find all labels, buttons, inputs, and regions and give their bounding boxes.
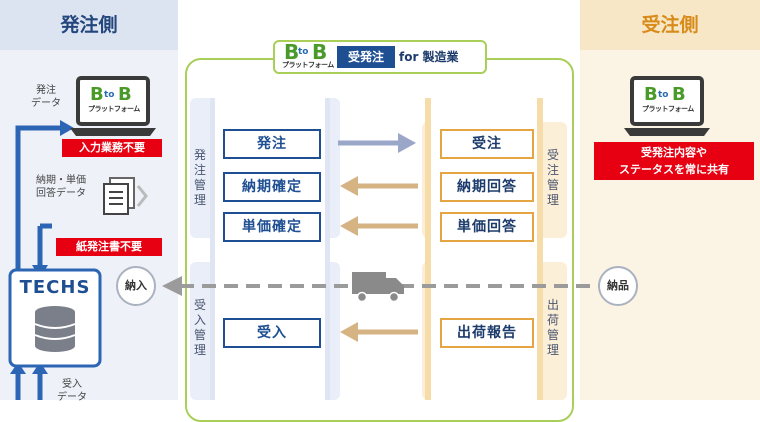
flow-arrows [8,76,710,400]
order-box: 発注 [223,129,321,159]
seller-title: 受注側 [641,14,699,36]
accept-mgmt-label: 受注管理 [545,148,561,208]
delivery-confirm-box: 納期確定 [223,172,321,202]
seller-column [580,0,760,400]
no-input-label: 入力業務不要 [62,139,162,157]
left-flow-lines [10,120,74,400]
order-mgmt-label: 発注管理 [192,148,208,208]
price-answer-arrow [340,216,418,236]
price-confirm-box: 単価確定 [223,212,321,242]
lane-label-char: 注 [193,163,206,177]
ship-report-arrow [340,322,418,342]
platform-badge-label: 受発注 [337,46,395,68]
order-arrow [338,133,416,153]
buyer-title: 発注側 [60,14,118,36]
receive-mgmt-label: 受入管理 [192,298,208,358]
btob-logo: B to B プラットフォーム [282,40,334,69]
delivery-data-label: 納期・単価回答データ [36,175,86,199]
receive-data-label: 受入データ [57,379,87,403]
document-icon [103,177,148,215]
seller-header [580,0,760,50]
receive-delivery-circle: 納入 [116,266,156,306]
lane-label-char: 荷 [546,313,559,327]
ship-delivery-circle: 納品 [598,266,638,306]
lane-label-char: 理 [193,193,206,207]
laptop-icon [70,76,156,136]
shared-status-label: 受発注内容やステータスを常に共有 [594,142,754,180]
buyer-header [0,0,178,50]
lane-label-char: 管 [193,328,206,342]
lane-label-char: 管 [193,178,206,192]
lane-label-char: 管 [546,178,559,192]
lane-label-char: 理 [193,343,206,357]
lane-label-char: 出 [546,298,559,312]
lane-label-char: 理 [546,193,559,207]
lane-label-char: 発 [193,148,206,162]
ship-mgmt-label: 出荷管理 [545,298,561,358]
lane-label-char: 注 [546,163,559,177]
accept-order-box: 受注 [440,129,534,159]
truck-icon [352,272,404,303]
order-data-label: 発注データ [31,85,61,109]
techs-system-name: TECHS [19,277,91,298]
platform-for-text: for 製造業 [399,50,459,64]
delivery-answer-box: 納期回答 [440,172,534,202]
lane-label-char: 管 [546,328,559,342]
no-paper-label: 紙発注書不要 [56,238,162,256]
lane-label-char: 受 [546,148,559,162]
laptop-screen-logo: B to B プラットフォーム [642,84,694,114]
lane-label-char: 受 [193,298,206,312]
delivery-answer-arrow [340,176,418,196]
price-answer-box: 単価回答 [440,212,534,242]
lane-label-char: 理 [546,343,559,357]
laptop-icon [624,76,710,136]
database-icon [8,268,102,368]
laptop-screen-logo: B to B プラットフォーム [88,84,140,114]
lane-label-char: 入 [193,313,206,327]
ship-report-box: 出荷報告 [440,318,534,348]
receive-box: 受入 [223,318,321,348]
